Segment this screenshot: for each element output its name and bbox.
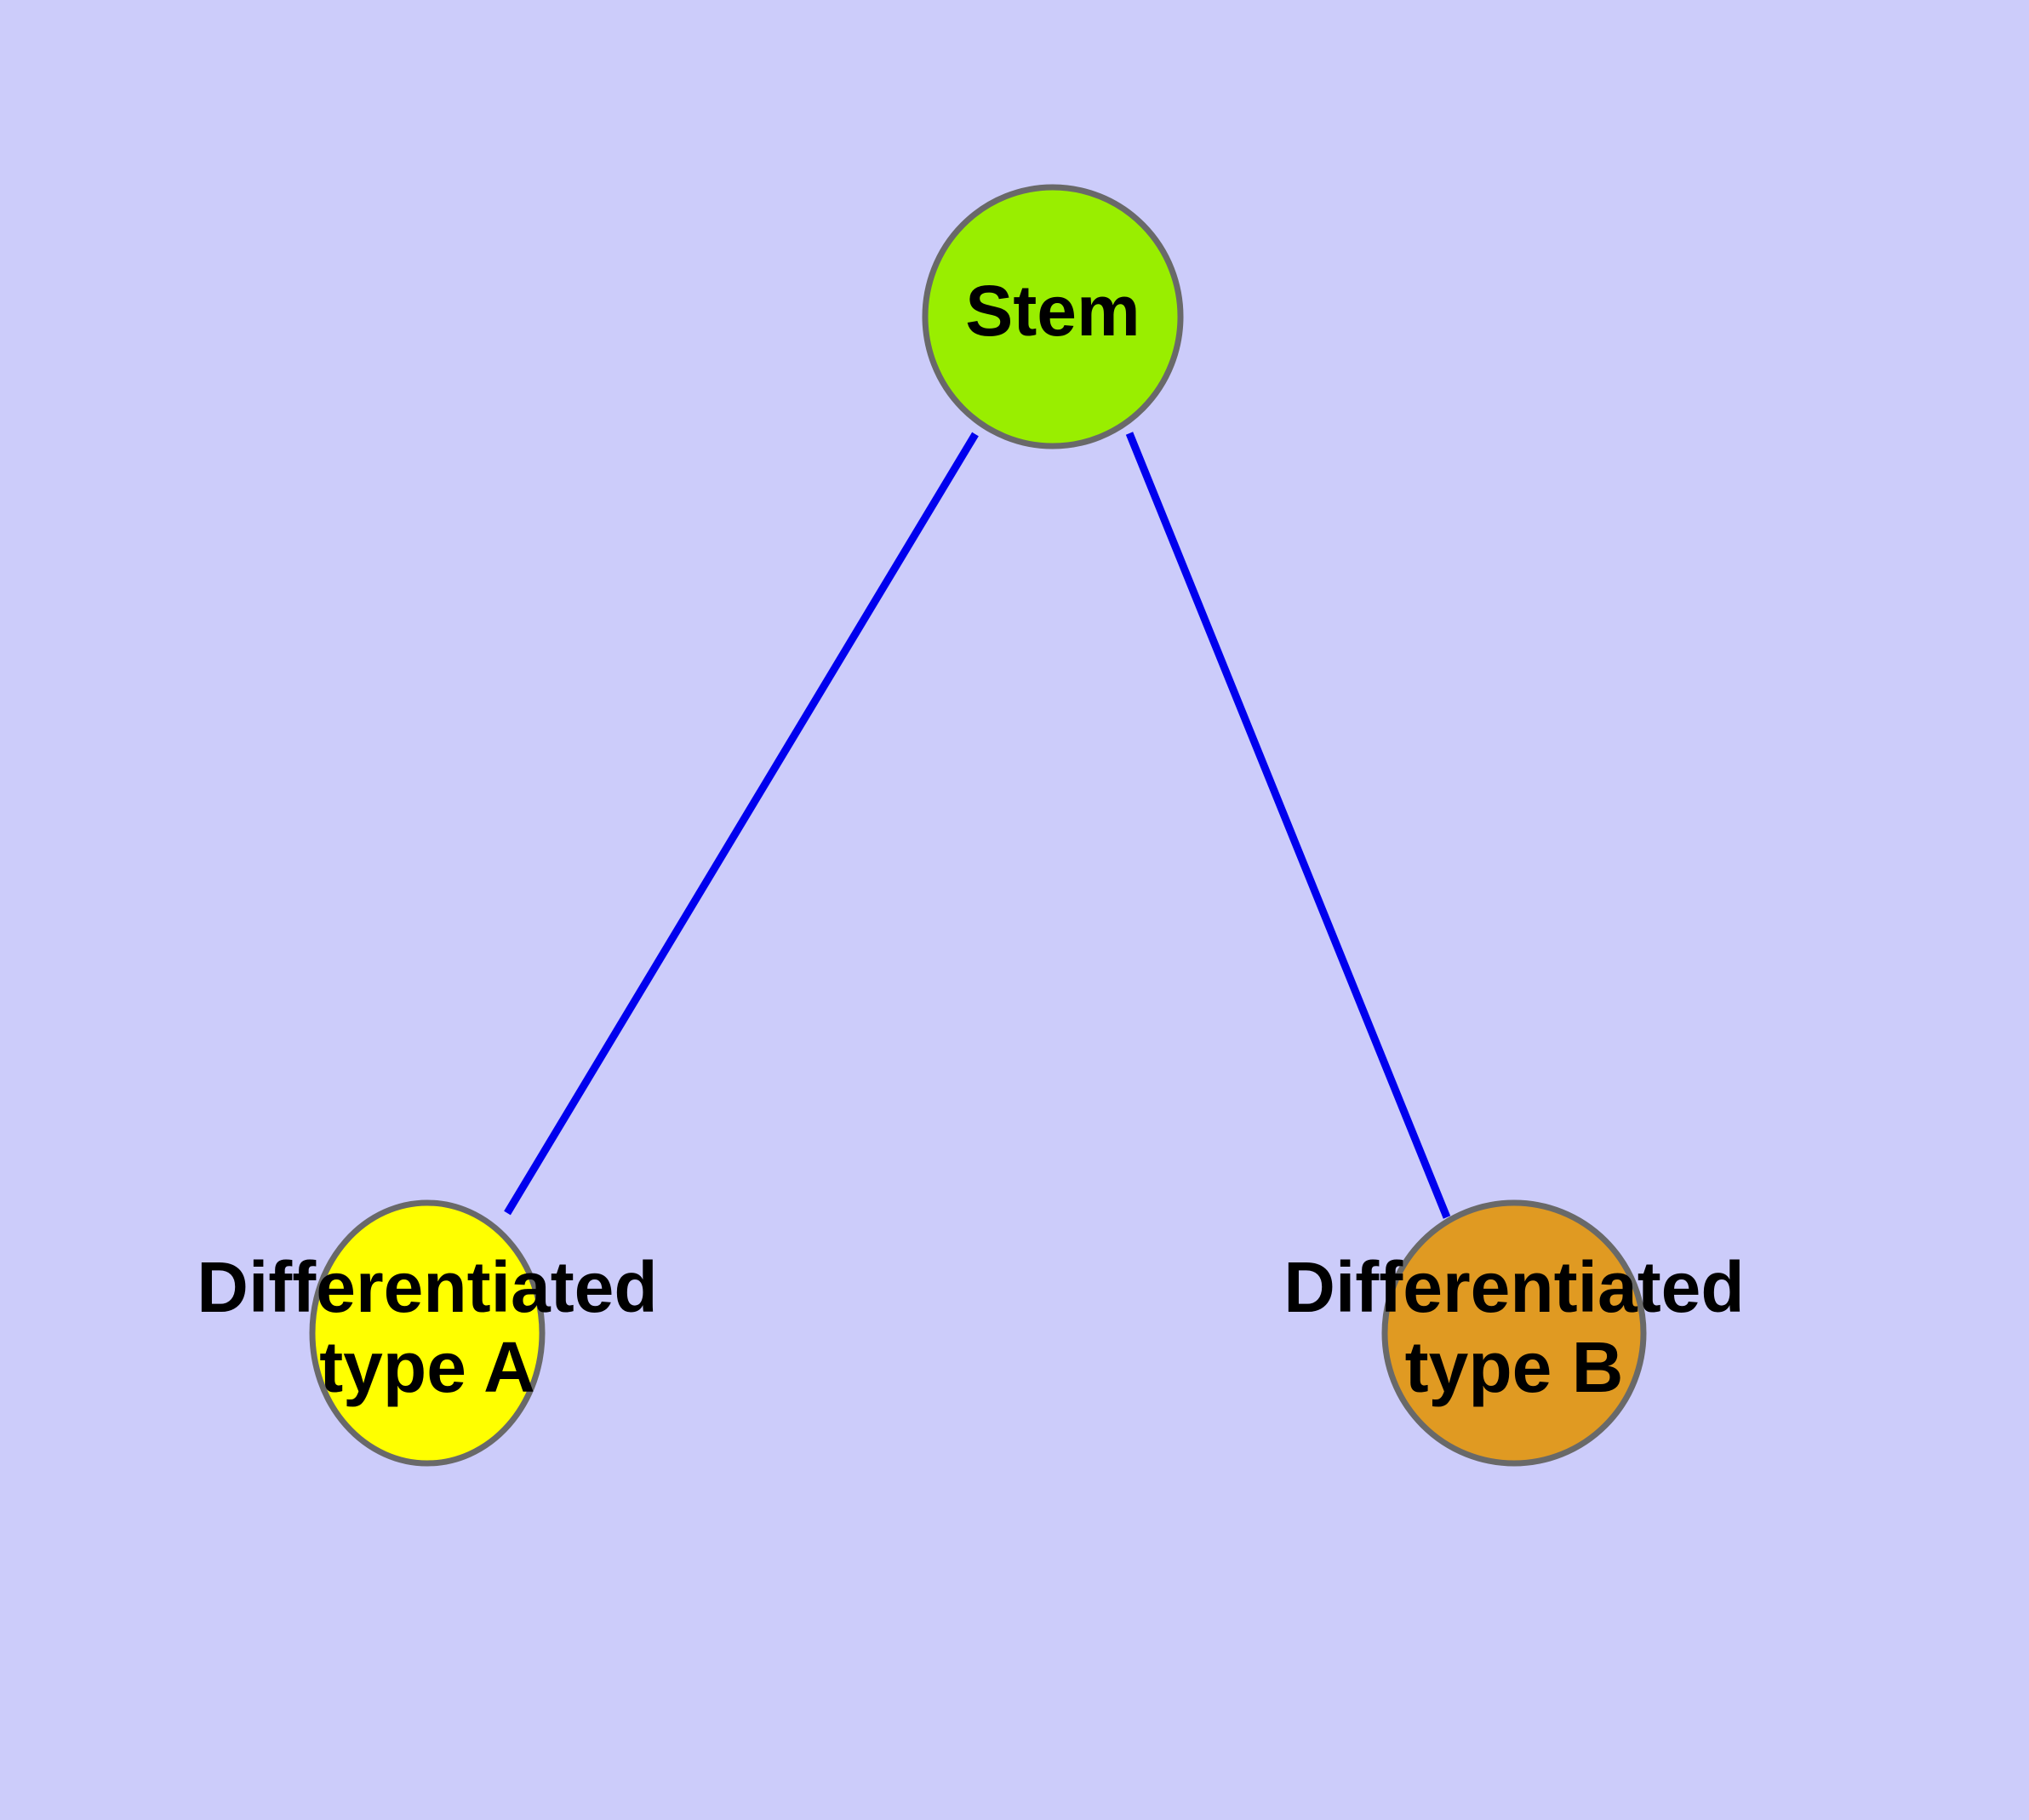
node-circle-stem[interactable] [922,184,1184,449]
edge-stem-to-differentiated-type-b[interactable] [1125,432,1451,1219]
edge-stem-to-differentiated-type-a[interactable] [504,432,979,1216]
edges-layer [504,432,1451,1219]
node-circle-differentiated-type-b[interactable] [1381,1199,1647,1467]
node-circle-differentiated-type-a[interactable] [309,1199,546,1467]
node-stem[interactable]: Stem [922,184,1184,449]
node-label-stem: Stem [965,271,1140,351]
